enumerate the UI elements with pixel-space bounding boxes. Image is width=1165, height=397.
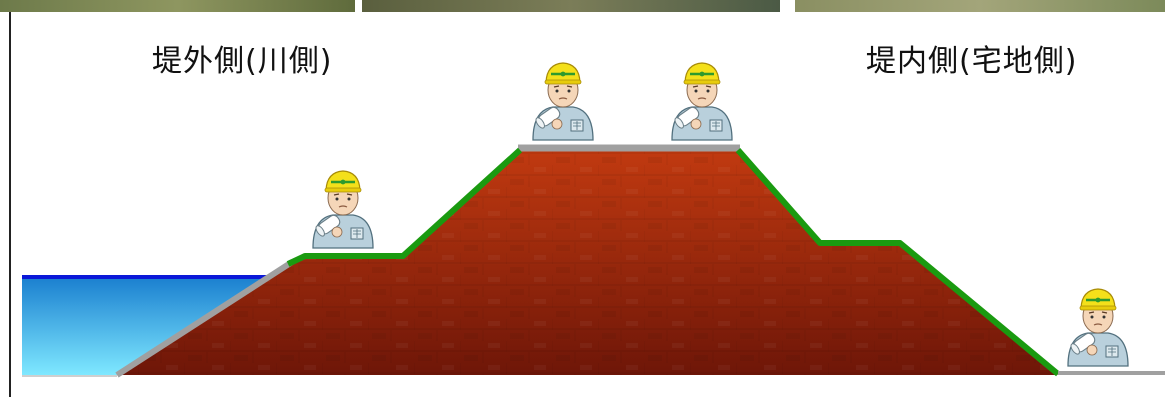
worker-landside-ground-figure — [1068, 289, 1128, 366]
embankment-soil-texture — [117, 148, 1058, 375]
worker-crown-right-figure — [672, 63, 732, 140]
worker-crown-left-figure — [533, 63, 593, 140]
worker-outer-berm-figure — [313, 171, 373, 248]
